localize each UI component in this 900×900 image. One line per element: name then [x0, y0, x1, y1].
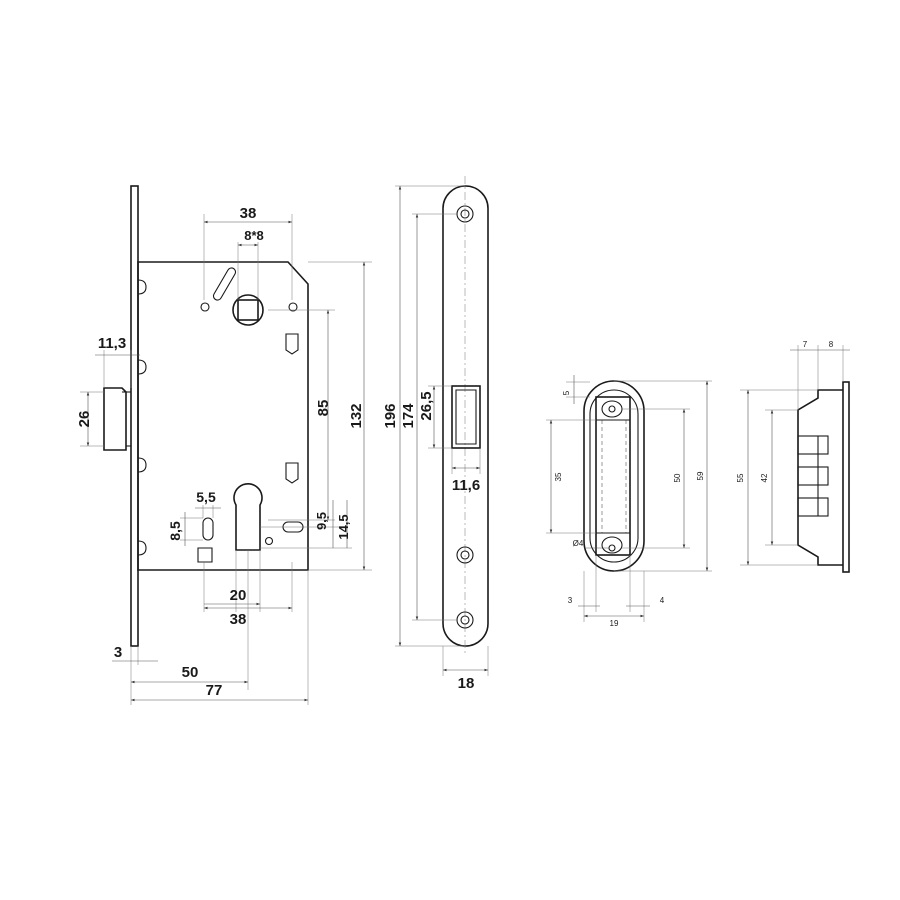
dim-square-size: 8*8 [244, 228, 264, 243]
dim-faceplate-width: 18 [458, 675, 475, 692]
dim-strike-edge-right: 4 [660, 596, 665, 605]
faceplate-outline [442, 185, 489, 647]
dim-strike-height: 59 [696, 471, 705, 480]
lock-faceplate-strip [130, 185, 139, 647]
screw-hole [264, 536, 274, 546]
spindle-hub [232, 294, 264, 326]
dim-latch-height: 26 [76, 411, 93, 428]
faceplate-screw-hole [456, 546, 474, 564]
strike-side-view: 7 8 55 42 [736, 340, 850, 573]
dim-strike-screw-spacing: 50 [673, 473, 682, 482]
screw-hole [288, 302, 298, 312]
top-slot [212, 267, 237, 301]
strike-pocket [595, 396, 631, 556]
dim-strike-inner-height: 42 [760, 473, 769, 482]
dim-spindle-spacing-bottom: 38 [230, 611, 247, 628]
screw-hole [200, 302, 210, 312]
lock-case [137, 261, 309, 571]
mount-tab [137, 359, 147, 375]
strike-side-box [797, 389, 843, 566]
faceplate-view: 196 174 26,5 11,6 18 [382, 176, 489, 692]
case-tab [285, 333, 299, 355]
strike-outer [583, 380, 645, 572]
dim-backset: 50 [182, 664, 199, 681]
spindle-square-hole [237, 299, 259, 321]
case-tab [285, 462, 299, 484]
strike-side-slot [797, 435, 829, 455]
dim-strike-depth-a: 7 [803, 340, 808, 349]
dim-latch-opening-height: 26,5 [418, 391, 435, 420]
dim-handle-to-cylinder: 85 [315, 400, 332, 417]
latch-opening [451, 385, 481, 449]
mount-tab [137, 279, 147, 295]
dim-strike-width: 19 [610, 619, 619, 628]
cylinder-hole [233, 483, 263, 551]
dim-strike-edge-left: 3 [568, 596, 573, 605]
slot-left [202, 517, 214, 541]
bottom-notch [197, 547, 213, 563]
latch-bolt [103, 387, 127, 451]
dim-faceplate-height: 196 [382, 403, 399, 428]
strike-front-view: 5 35 50 59 Ø4 3 4 19 [546, 375, 712, 628]
dim-spindle-spacing-top: 38 [240, 205, 257, 222]
dim-latch-opening-width: 11,6 [452, 477, 480, 494]
mount-tab [137, 540, 147, 556]
strike-side-plate [842, 381, 850, 573]
dim-faceplate-to-latch: 11,3 [98, 335, 126, 352]
mortise-lock-view: 38 8*8 11,3 26 85 132 9,5 14,5 [76, 185, 372, 705]
dim-cylinder-to-bottom: 14,5 [336, 514, 351, 539]
dim-strike-top-offset: 5 [562, 390, 571, 395]
strike-side-slot [797, 497, 829, 517]
dim-slot-width: 5,5 [196, 489, 216, 505]
dim-case-depth: 77 [206, 682, 223, 699]
dim-strike-pocket-height: 35 [554, 472, 563, 481]
strike-side-slot [797, 466, 829, 486]
dim-cylinder-to-top-slot: 9,5 [314, 512, 329, 530]
dim-case-height: 132 [348, 403, 365, 428]
dim-slot-height: 8,5 [167, 521, 183, 541]
strike-screw-hole [601, 400, 623, 418]
dim-faceplate-screw-spacing: 174 [400, 403, 417, 429]
dim-strike-hole-diameter: Ø4 [573, 539, 584, 548]
dim-faceplate-thickness: 3 [114, 644, 122, 661]
dim-strike-depth-b: 8 [829, 340, 834, 349]
dim-cylinder-width: 20 [230, 587, 247, 604]
mount-tab [137, 457, 147, 473]
dim-strike-side-height: 55 [736, 473, 745, 482]
strike-screw-hole [601, 536, 623, 554]
